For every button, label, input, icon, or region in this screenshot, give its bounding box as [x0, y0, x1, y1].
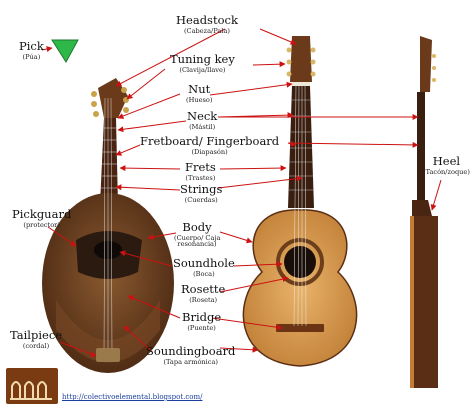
label-tailpiece: Tailpiece (cordal) [10, 328, 63, 350]
label-tuning-key-main: Tuning key [170, 52, 235, 66]
label-rosette: Rosette (Roseta) [181, 282, 226, 304]
label-headstock-main: Headstock [176, 13, 238, 27]
label-pick-main: Pick [19, 39, 44, 53]
label-pick-sub: (Púa) [22, 52, 41, 61]
label-pickguard-sub: (protector) [23, 220, 60, 229]
label-tailpiece-main: Tailpiece [10, 328, 63, 342]
label-neck: Neck (Mástil) [187, 109, 218, 131]
label-strings-sub: (Cuerdas) [184, 195, 218, 204]
label-soundingboard-main: Soundingboard [146, 344, 236, 358]
guitar-illustration [242, 36, 358, 367]
label-soundhole-main: Soundhole [173, 256, 235, 270]
label-body: Body (Cuerpo/ Caja resonancia) [174, 220, 221, 249]
label-neck-sub: (Mástil) [189, 122, 216, 131]
label-heel: Heel (Tacón/zoque) [423, 154, 470, 176]
label-heel-sub: (Tacón/zoque) [423, 167, 470, 176]
blog-url-link[interactable]: http://colectivoelemental.blogspot.com/ [62, 393, 203, 401]
label-pickguard: Pickguard (protector) [12, 207, 72, 229]
label-tuning-key-sub: (Clavija/llave) [179, 65, 226, 74]
label-soundhole-sub: (Boca) [193, 269, 215, 278]
label-strings-main: Strings [180, 182, 223, 196]
label-neck-main: Neck [187, 109, 218, 123]
label-rosette-main: Rosette [181, 282, 226, 296]
label-soundhole: Soundhole (Boca) [173, 256, 235, 278]
label-fretboard-main: Fretboard/ Fingerboard [140, 134, 280, 148]
guitar-side-illustration [410, 36, 438, 388]
label-bridge-sub: (Puente) [187, 323, 216, 332]
label-body-sub: (Cuerpo/ Caja resonancia) [174, 233, 221, 249]
label-pickguard-main: Pickguard [12, 207, 72, 221]
label-body-main: Body [182, 220, 212, 234]
label-nut: Nut (Hueso) [186, 82, 213, 104]
label-fretboard-sub: (Diapasón) [191, 147, 228, 156]
label-rosette-sub: (Roseta) [189, 295, 218, 304]
label-nut-sub: (Hueso) [186, 95, 213, 104]
label-fretboard: Fretboard/ Fingerboard (Diapasón) [140, 134, 280, 156]
label-tuning-key: Tuning key (Clavija/llave) [170, 52, 235, 74]
label-bridge: Bridge (Puente) [182, 310, 222, 332]
label-headstock: Headstock (Cabeza/Pala) [176, 13, 238, 35]
label-nut-main: Nut [188, 82, 211, 96]
label-soundingboard: Soundingboard (Tapa armónica) [146, 344, 236, 366]
label-pick: Pick (Púa) [19, 39, 44, 61]
brand-logo [6, 368, 58, 404]
label-soundingboard-sub: (Tapa armónica) [163, 357, 218, 366]
label-bridge-main: Bridge [182, 310, 222, 324]
label-heel-main: Heel [432, 154, 461, 168]
pick-illustration [51, 39, 79, 63]
label-frets-sub: (Trastes) [185, 173, 216, 182]
mandolin-illustration [42, 78, 174, 373]
label-headstock-sub: (Cabeza/Pala) [183, 26, 230, 35]
label-frets-main: Frets [185, 160, 216, 174]
label-strings: Strings (Cuerdas) [180, 182, 223, 204]
label-tailpiece-sub: (cordal) [22, 341, 50, 350]
arches-logo-icon [10, 381, 52, 400]
label-frets: Frets (Trastes) [185, 160, 216, 182]
